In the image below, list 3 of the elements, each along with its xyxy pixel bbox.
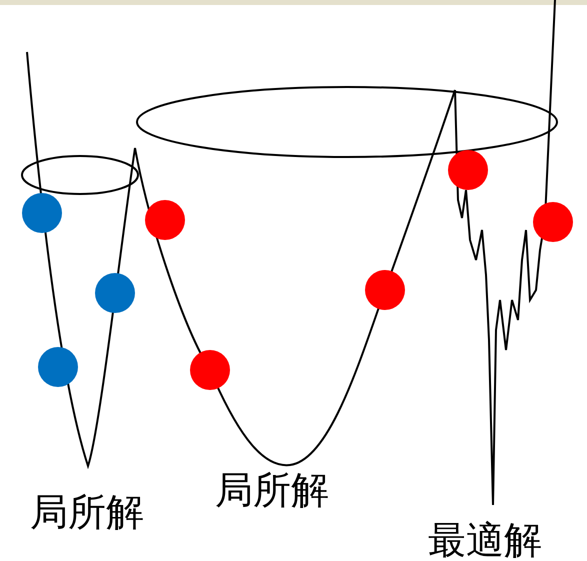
curve-label: 局所解	[30, 490, 144, 534]
curve-label: 局所解	[215, 468, 329, 512]
curve-label: 最適解	[428, 518, 542, 561]
